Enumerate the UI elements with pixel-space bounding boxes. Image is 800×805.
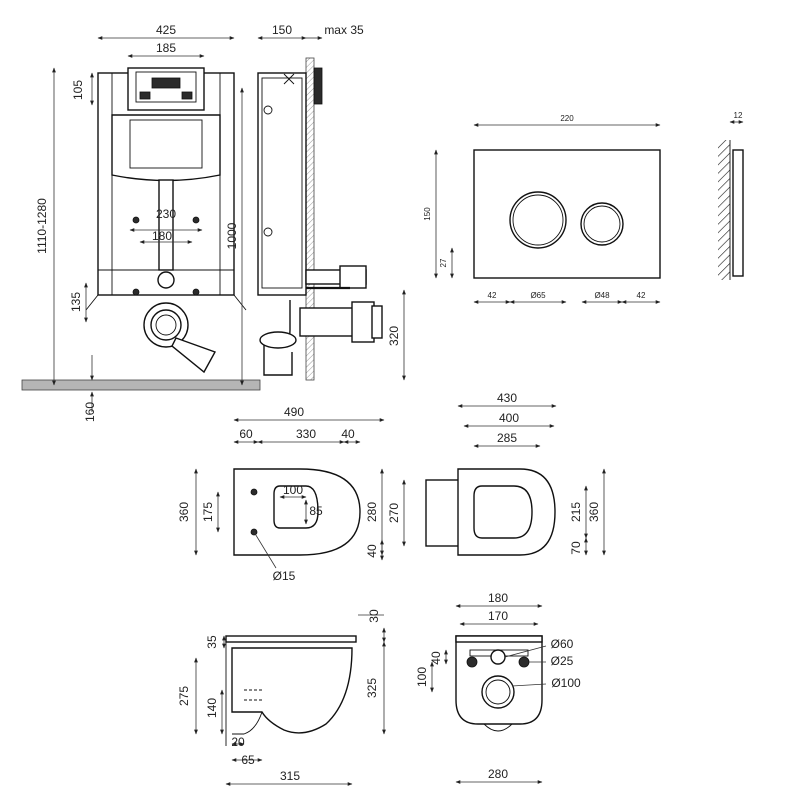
frame-side-view: 150 max 35 320 [257,23,406,381]
dim-outlet-height: 135 [69,292,83,312]
flush-plate-side-view: 12 [718,111,744,280]
dim-edge-offset: 40 [365,544,379,558]
dim-top-offset: 105 [71,80,85,100]
dim-seat-length2: 400 [499,411,519,425]
dim-bolt-hole: Ø25 [551,654,574,668]
dim-big-button: Ø65 [530,291,546,300]
toilet-back-view: 180 170 Ø60 Ø25 Ø100 40 100 280 [415,591,581,784]
dim-frame-width: 425 [156,23,176,37]
dim-plate-height: 150 [423,207,432,221]
dim-bottom-offset: 70 [569,541,583,555]
cistern-tank [111,114,221,182]
dim-height-range: 1110-1280 [35,198,49,254]
dim-plate-thickness: 12 [734,111,743,120]
dim-lid-length: 285 [497,431,517,445]
dim-pipe-spacing-inner: 180 [152,229,172,243]
dim-small-button: Ø48 [594,291,610,300]
seat-top-view: 430 400 285 270 215 360 70 [387,391,606,556]
dim-back-bottom-width: 280 [488,767,508,781]
water-inlet [490,649,506,665]
dim-button-height: 27 [439,258,448,267]
floor-slab [21,379,261,391]
dim-seat-thickness: 30 [367,609,381,623]
dim-seat-width: 280 [365,502,379,522]
dim-toilet-width: 360 [177,502,191,522]
dim-front-offset: 40 [341,427,355,441]
dim-right-margin: 42 [637,291,646,300]
dim-outlet-side: 320 [387,326,401,346]
dim-opening-depth: 85 [309,504,323,518]
dim-outlet-gap: 20 [231,735,245,749]
frame-front-view: 425 185 105 1110-1280 1000 230 180 135 1… [21,23,261,422]
dim-back-offset: 60 [239,427,253,441]
dim-floor-offset: 160 [83,402,97,422]
dim-plate-width: 220 [560,114,574,123]
dim-toilet-length: 490 [284,405,304,419]
dim-lid-width: 215 [569,502,583,522]
dim-outlet-center: 100 [415,667,429,687]
flush-pipe [158,179,174,271]
plate-wall [718,140,730,280]
seat-hinge-block [425,479,463,547]
drain-outlet-side [299,307,355,337]
dim-outlet-height2: 140 [205,698,219,718]
dim-outlet-length: 65 [241,753,255,767]
flush-plate-side [313,67,323,105]
dim-max-depth: max 35 [324,23,364,37]
dim-hole-spacing: 175 [201,502,215,522]
big-flush-button [509,191,567,249]
dim-mount-hole: Ø15 [273,569,296,583]
outlet-hole [481,675,515,709]
dim-frame-height: 1000 [225,222,239,249]
dim-side-height: 275 [177,686,191,706]
frame-profile [257,72,307,296]
side-seat [225,635,357,643]
dim-top-inner: 185 [156,41,176,55]
dim-back-top-width: 180 [488,591,508,605]
plate-profile [732,149,744,277]
dim-back-inner-width: 170 [488,609,508,623]
dim-pipe-spacing: 230 [156,207,176,221]
small-flush-button [580,202,624,246]
dim-rim-offset: 35 [205,635,219,649]
flush-plate-front-view: 220 150 27 42 Ø65 Ø48 42 [423,114,661,304]
flush-plate [473,149,661,279]
bolt-hole-left [466,656,478,668]
dim-total-height: 325 [365,678,379,698]
flush-mechanism [127,67,205,111]
dim-side-depth: 315 [280,769,300,783]
dim-frame-depth: 150 [272,23,292,37]
dim-seat-overall-length: 430 [497,391,517,405]
dim-seat-length: 330 [296,427,316,441]
side-bowl [231,647,353,734]
lid-outline [473,485,533,539]
dim-outlet: Ø100 [551,676,581,690]
dim-inlet: Ø60 [551,637,574,651]
toilet-top-view: 490 60 330 40 360 175 100 85 280 40 Ø15 [177,405,385,583]
toilet-side-view: 30 35 275 325 140 20 65 315 [177,609,386,786]
bolt-hole-right [518,656,530,668]
dim-back-width: 270 [387,503,401,523]
dim-overall-width: 360 [587,502,601,522]
dim-hole-offset: 40 [429,651,443,665]
dim-left-margin: 42 [488,291,497,300]
dim-opening-width: 100 [283,483,303,497]
